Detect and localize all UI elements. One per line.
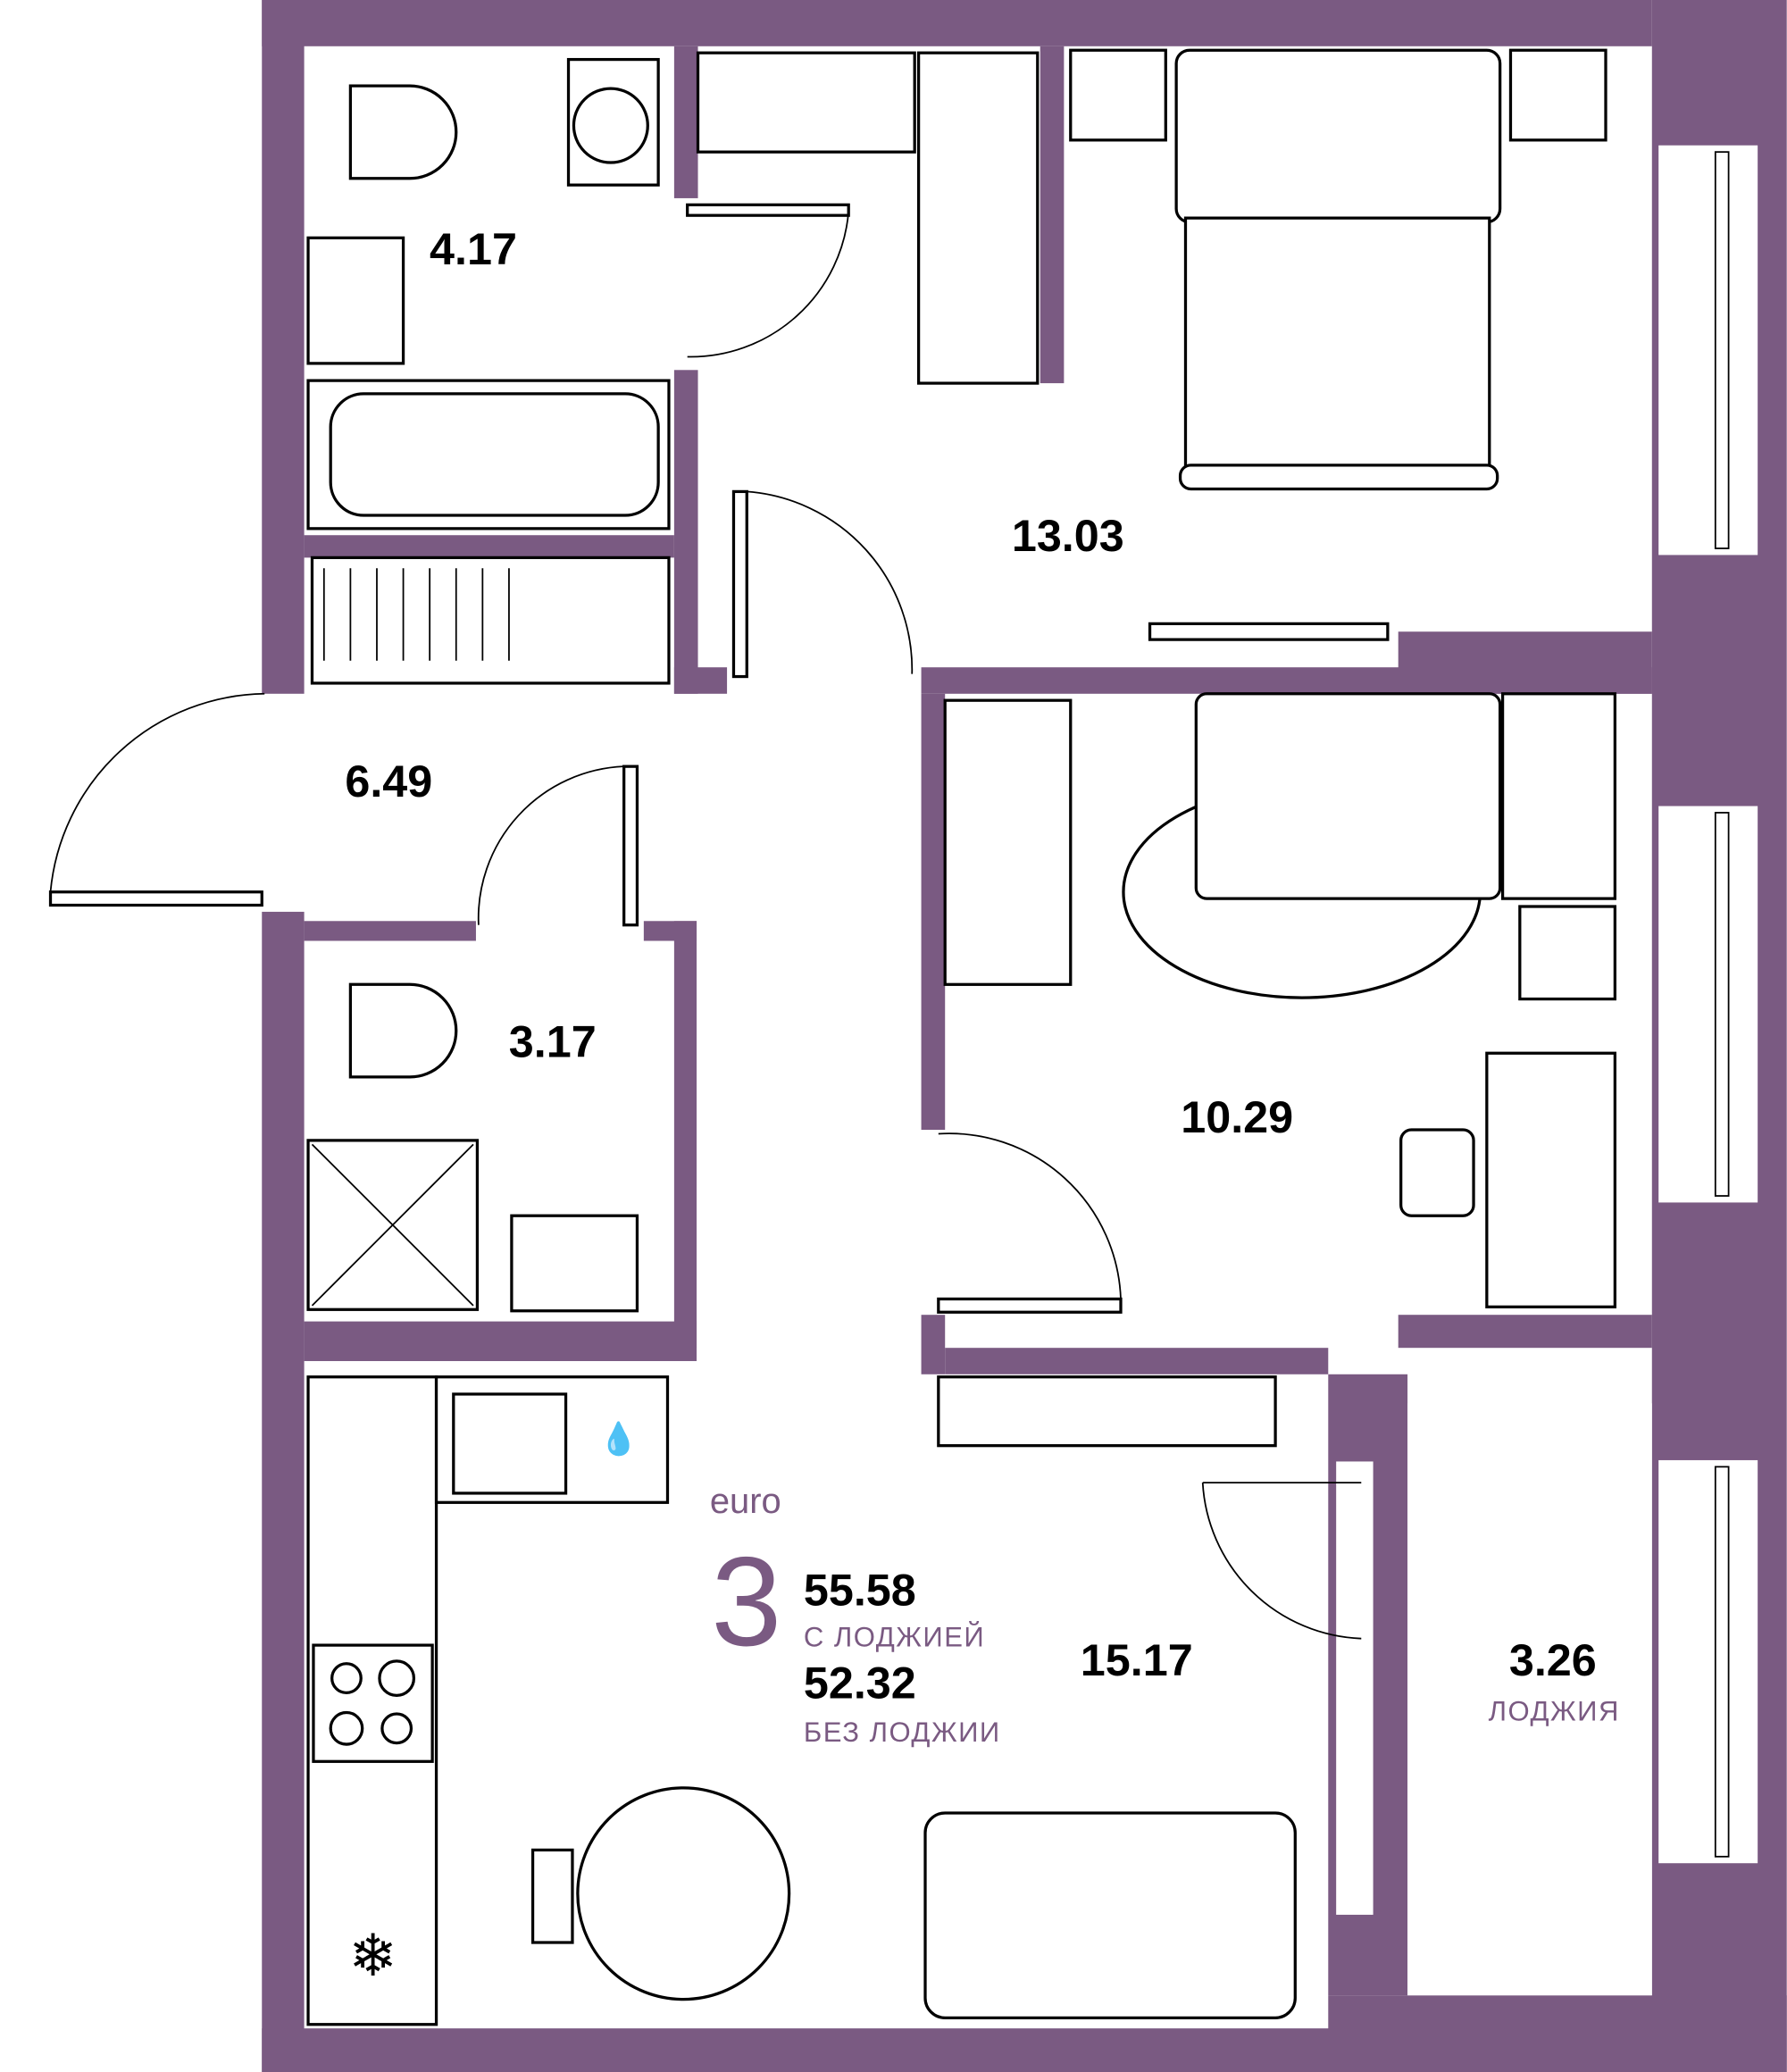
bedroom-1-furniture [1069,48,1607,641]
type-label: euro [710,1482,781,1521]
kitchen-furniture: ❄ 💧 [306,1375,1297,2026]
hallway-area: 6.49 [345,756,432,806]
bathroom-fixtures [306,57,671,685]
bedroom-1-area: 13.03 [1012,510,1124,561]
kitchen-living-area: 15.17 [1081,1634,1193,1685]
closets [696,51,1073,986]
total-with-loggia: 55.58 [804,1565,916,1616]
loggia-label: ЛОДЖИЯ [1489,1695,1620,1726]
wc-fixtures [306,982,639,1313]
bathroom-area: 4.17 [430,223,517,274]
bedroom-2-area: 10.29 [1181,1091,1293,1142]
room-labels: 4.17 13.03 6.49 3.17 10.29 15.17 3.26 ЛО… [345,223,1620,1727]
without-loggia-label: БЕЗ ЛОДЖИИ [804,1717,1001,1748]
water-drop-icon: 💧 [599,1420,639,1458]
doors [48,203,1362,1640]
rooms-count: 3 [711,1531,781,1673]
wc-area: 3.17 [509,1016,597,1067]
with-loggia-label: С ЛОДЖИЕЙ [804,1621,985,1653]
bedroom-2-furniture [937,692,1616,1448]
walls [262,0,1787,2072]
loggia-area: 3.26 [1509,1634,1597,1685]
radiator-icon [322,568,510,661]
snowflake-icon: ❄ [348,1923,397,1990]
total-without-loggia: 52.32 [804,1657,916,1708]
apartment-summary: euro 3 55.58 С ЛОДЖИЕЙ 52.32 БЕЗ ЛОДЖИИ [710,1482,1001,1748]
